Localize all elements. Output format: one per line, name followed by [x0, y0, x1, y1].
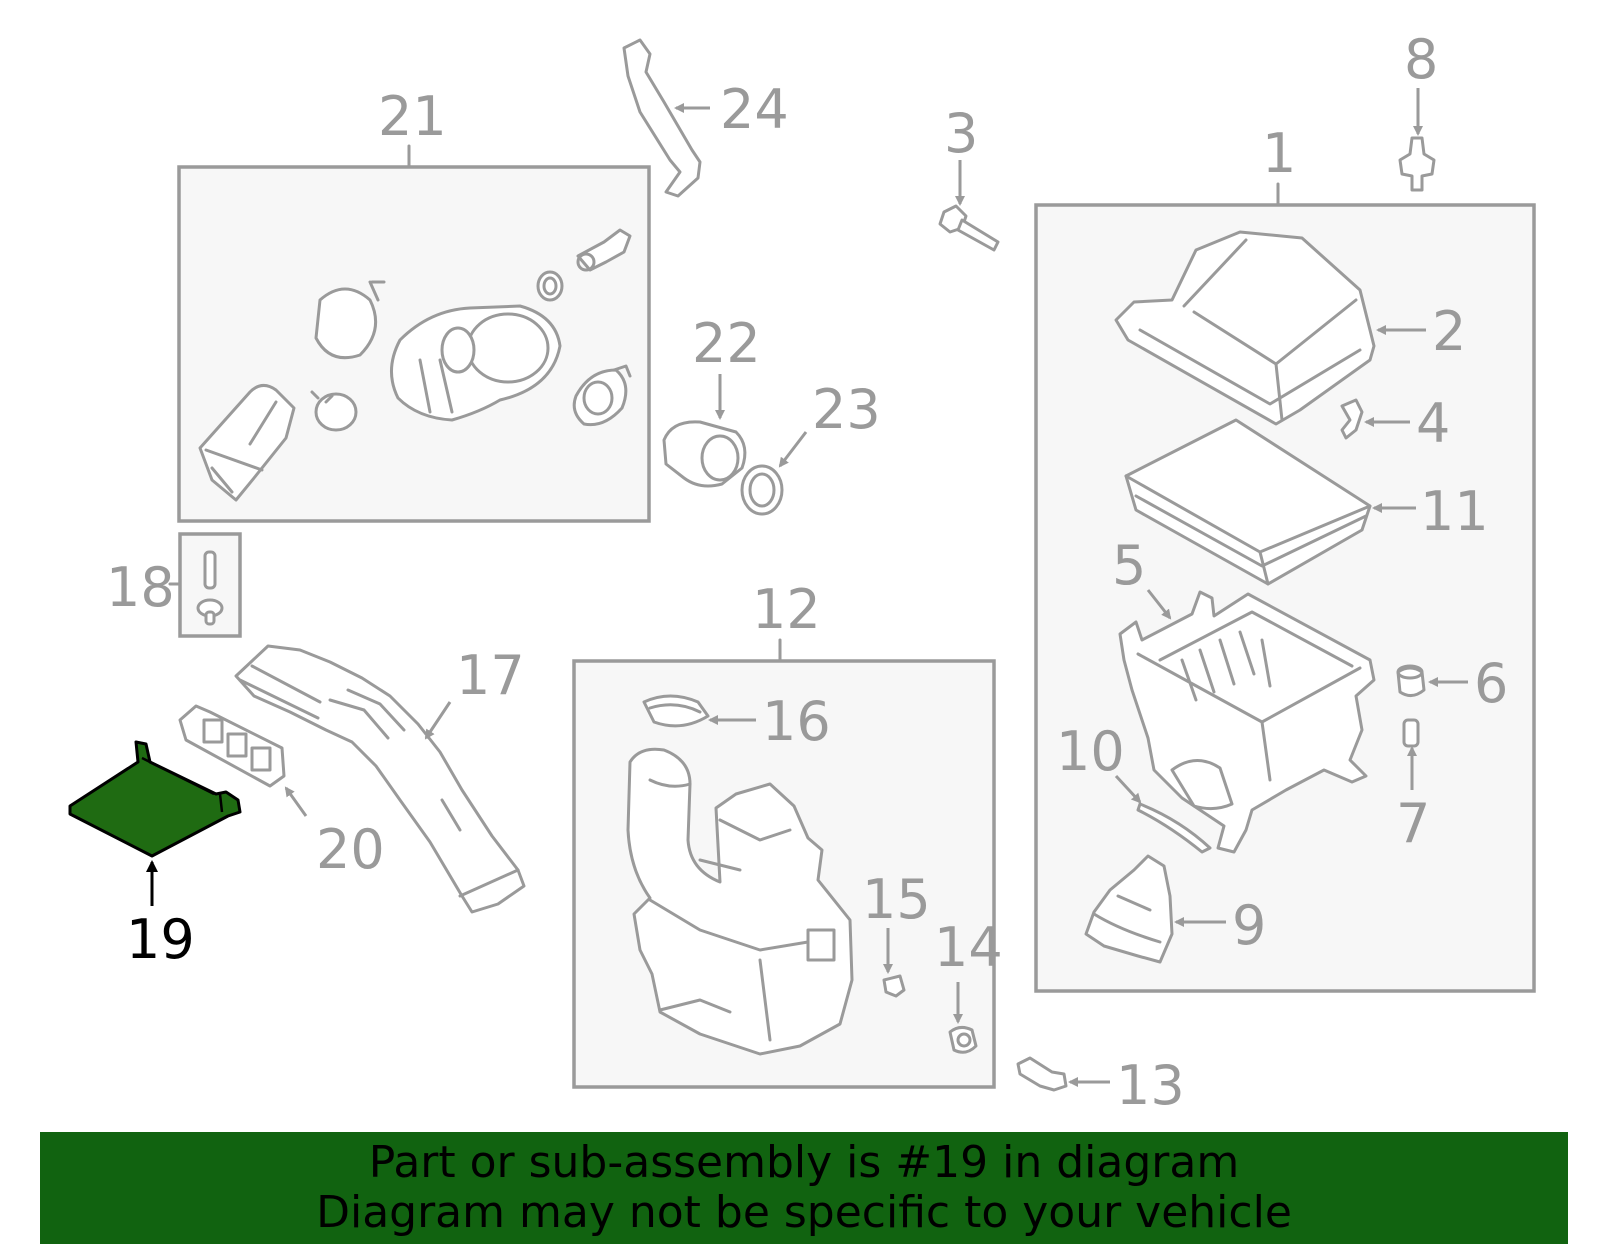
- callout-1: 1: [1262, 122, 1296, 185]
- mass-air-sensor-22: [662, 420, 747, 488]
- o-ring-23: [740, 464, 784, 516]
- callout-21: 21: [378, 85, 447, 148]
- callout-16: 16: [762, 690, 831, 753]
- clip-4: [1340, 398, 1364, 440]
- hose-clamp-part: [310, 390, 358, 432]
- callout-3: 3: [944, 102, 978, 165]
- resonator-12: [626, 747, 854, 1056]
- sensor-part: [576, 228, 632, 272]
- highlighted-part-19[interactable]: [68, 740, 242, 858]
- callout-7: 7: [1396, 792, 1430, 855]
- callout-15: 15: [862, 868, 931, 931]
- air-cleaner-case-5: [1118, 590, 1376, 854]
- sensor-13: [1016, 1056, 1068, 1092]
- callout-13: 13: [1116, 1054, 1185, 1117]
- intake-duct-17: [234, 644, 526, 914]
- insulator-7: [1402, 718, 1420, 748]
- callout-23: 23: [812, 378, 881, 441]
- gasket-ring-part: [314, 280, 386, 360]
- sensor-8: [1398, 136, 1436, 192]
- grommet-6: [1396, 664, 1426, 697]
- callout-14: 14: [934, 916, 1003, 979]
- bolt-3: [938, 204, 1000, 252]
- insulator-15: [882, 974, 906, 998]
- throttle-duct-part: [198, 384, 296, 502]
- callout-12: 12: [752, 578, 821, 641]
- duct-9: [1084, 854, 1174, 964]
- callout-18: 18: [106, 556, 175, 619]
- callout-20: 20: [316, 818, 385, 881]
- callout-17: 17: [456, 644, 525, 707]
- large-clamp-part: [572, 364, 632, 427]
- throttle-body-part: [390, 304, 562, 422]
- part-19-shape[interactable]: [68, 740, 242, 858]
- callout-4: 4: [1416, 392, 1450, 455]
- small-ring-part: [536, 270, 564, 302]
- bracket-20: [178, 704, 286, 788]
- callout-8: 8: [1404, 28, 1438, 91]
- callout-5: 5: [1112, 534, 1146, 597]
- info-banner: Part or sub-assembly is #19 in diagram D…: [40, 1132, 1568, 1244]
- grommet-14: [948, 1025, 978, 1054]
- air-cleaner-cover-2: [1114, 230, 1376, 426]
- banner-line-1: Part or sub-assembly is #19 in diagram: [368, 1137, 1240, 1188]
- callout-19: 19: [126, 908, 195, 971]
- callout-10: 10: [1056, 720, 1125, 783]
- callout-2: 2: [1432, 300, 1466, 363]
- callout-24: 24: [720, 78, 789, 141]
- fastener-18: [196, 550, 224, 626]
- seal-10: [1136, 802, 1212, 854]
- air-filter-11: [1124, 418, 1372, 586]
- breather-hose-24: [622, 38, 702, 198]
- callout-9: 9: [1232, 894, 1266, 957]
- callout-6: 6: [1474, 652, 1508, 715]
- callout-11: 11: [1420, 480, 1489, 543]
- callout-22: 22: [692, 312, 761, 375]
- banner-line-2: Diagram may not be specific to your vehi…: [316, 1187, 1292, 1238]
